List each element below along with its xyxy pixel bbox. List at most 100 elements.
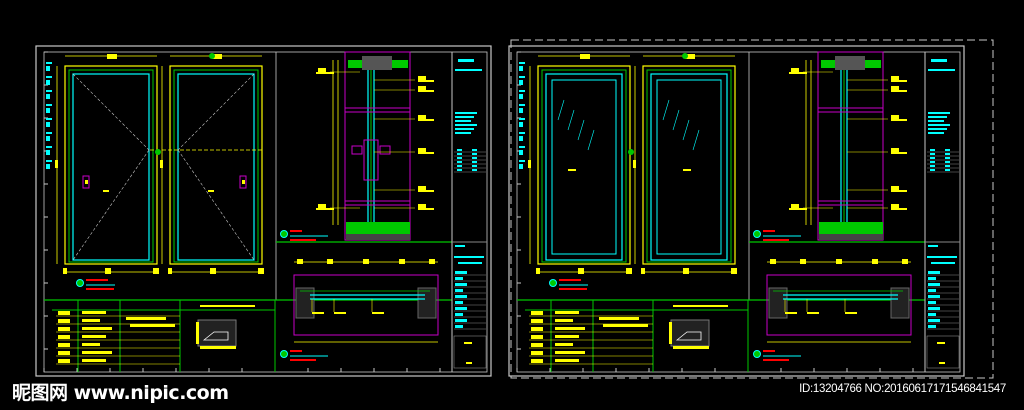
index-mark [46, 146, 52, 148]
section-head-hatch [835, 56, 865, 70]
table-note-text [599, 317, 639, 320]
glass-panel [551, 79, 617, 255]
dimension-text [63, 268, 67, 274]
callout-tag [318, 68, 326, 72]
title-block-cell [455, 277, 463, 280]
page-number [939, 362, 945, 364]
index-mark [46, 108, 50, 113]
dimension-text [633, 160, 636, 168]
callout-text [807, 312, 819, 314]
project-name-text [454, 256, 484, 258]
door-elevation [528, 54, 632, 274]
index-mark [519, 136, 523, 141]
table-cell-text [82, 311, 106, 314]
title-block-cell [472, 149, 477, 151]
floor-fill [819, 222, 883, 234]
title-block-cell [928, 295, 940, 298]
table-cell-text [555, 351, 585, 354]
title-block-text [455, 69, 482, 71]
table-cell-text [82, 343, 100, 346]
callout-text [891, 208, 907, 210]
title-block-cell [455, 295, 467, 298]
title-block-cell [457, 153, 462, 155]
dimension-text [210, 268, 216, 274]
view-label-title [290, 350, 302, 352]
title-block [924, 52, 960, 372]
dimension-text [536, 268, 540, 274]
title-block-cell [930, 161, 935, 163]
dimension-text [770, 259, 776, 264]
callout-tag [791, 204, 799, 208]
callout-text [418, 208, 434, 210]
callout-text [891, 152, 907, 154]
title-block-text [928, 69, 955, 71]
view-label-scale [559, 288, 587, 290]
index-mark [519, 90, 525, 92]
swing-line [72, 73, 150, 151]
dimension-text [212, 54, 222, 59]
table-cell-text [531, 327, 543, 331]
index-mark [519, 62, 525, 64]
title-block-cell [457, 165, 462, 167]
detail-profile [202, 331, 229, 341]
dimension-text [160, 160, 163, 168]
title-block-cell [457, 157, 462, 159]
door-sheet-solid [35, 45, 492, 377]
title-block-cell [945, 169, 950, 171]
title-block-cell [455, 307, 467, 310]
drawing-number [937, 342, 945, 344]
detail-title [200, 305, 255, 307]
title-block-text [928, 132, 944, 134]
door-sheet-glass [508, 45, 965, 377]
view-label-title [559, 279, 581, 281]
callout-text [891, 80, 907, 82]
index-mark [46, 136, 50, 141]
callout-tag [791, 68, 799, 72]
sheet-outer-frame [508, 45, 965, 377]
glass-hatch [692, 129, 700, 151]
title-block-cell [930, 165, 935, 167]
title-block-text [455, 128, 474, 130]
glass-panel [656, 79, 722, 255]
swing-line [177, 149, 255, 261]
dimension-text [105, 268, 111, 274]
drawing-number-box [926, 335, 960, 369]
title-block-cell [928, 271, 940, 274]
plan-section [280, 259, 439, 361]
table-cell-text [82, 335, 106, 338]
plan-boundary [293, 274, 439, 336]
door-frame-mid [541, 69, 627, 263]
table-cell-text [58, 351, 70, 355]
handle-left [351, 145, 363, 155]
title-block-cell [455, 289, 463, 292]
index-mark [519, 118, 525, 120]
index-mark [46, 122, 50, 127]
index-mark [519, 66, 523, 71]
wall-left-hatch [768, 287, 788, 319]
view-label-title [86, 279, 108, 281]
index-mark [519, 160, 525, 162]
title-block-cell [472, 169, 477, 171]
callout-tag [891, 76, 899, 80]
index-mark [519, 76, 525, 78]
dimension-text [580, 54, 590, 59]
title-block-cell [945, 165, 950, 167]
door-leaf [177, 73, 255, 261]
project-name-text [931, 262, 955, 264]
table-note-text [603, 324, 648, 327]
detail-hatch [670, 319, 710, 347]
drawing-number [464, 342, 472, 344]
title-block-cell [455, 319, 467, 322]
view-label-scale [763, 239, 789, 241]
title-block-cell [928, 313, 936, 316]
callout-tag [891, 186, 899, 190]
table-cell-text [531, 343, 543, 347]
door-leaf [72, 73, 150, 261]
table-cell-text [58, 335, 70, 339]
view-label-scale [290, 239, 316, 241]
index-mark [46, 104, 52, 106]
project-name-text [458, 262, 482, 264]
door-frame-outer [642, 65, 736, 265]
view-label-title [763, 230, 775, 232]
callout-text [891, 190, 907, 192]
